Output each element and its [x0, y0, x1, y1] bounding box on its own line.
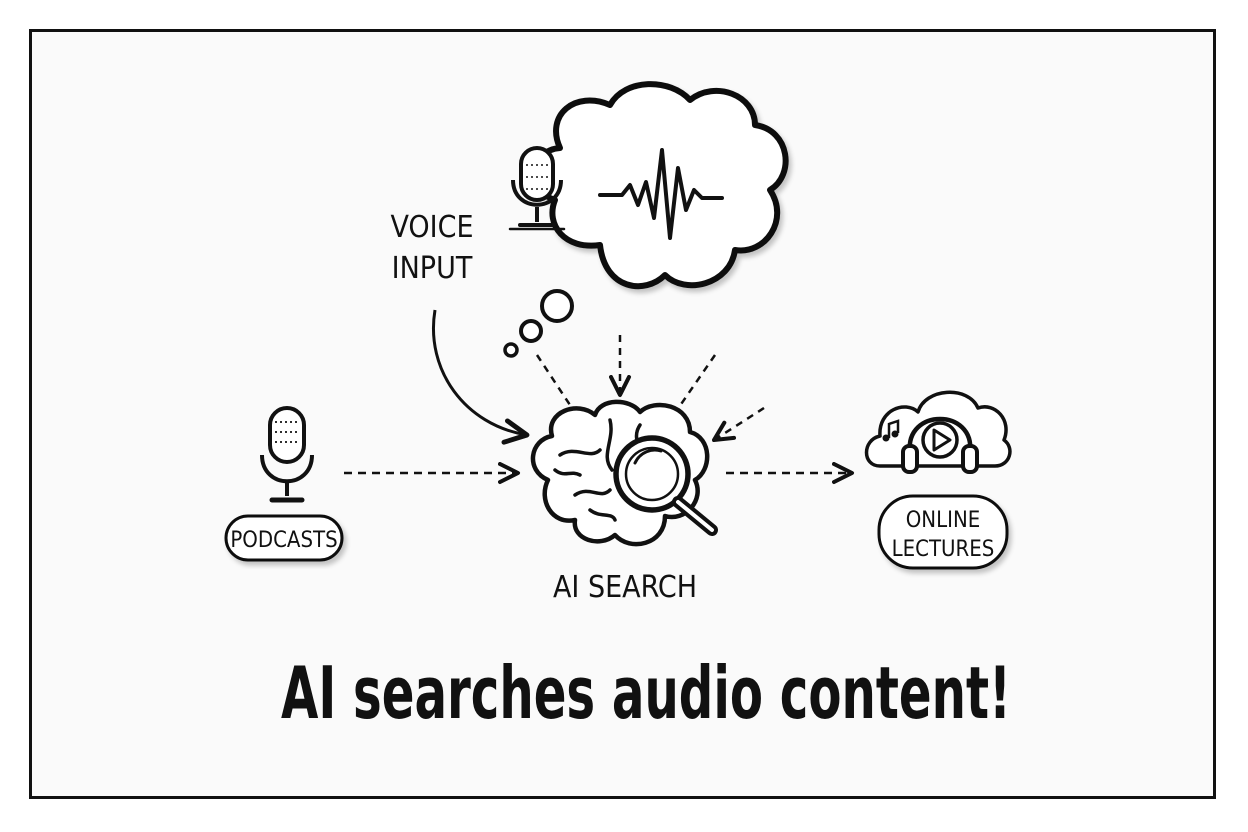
- online-lectures-label: LECTURES: [892, 537, 995, 562]
- podcasts-label: PODCASTS: [230, 528, 337, 553]
- ai-search-label: AI SEARCH: [553, 570, 697, 605]
- cloud-headphones-icon: [864, 390, 1012, 474]
- online-lectures-label: ONLINE: [906, 508, 981, 533]
- microphone-icon: [508, 146, 566, 231]
- voice-to-ai-arrow: [432, 309, 530, 445]
- thought-bubble: [540, 289, 574, 323]
- podcasts-pill: [224, 514, 344, 562]
- voice-input-label: INPUT: [392, 251, 473, 286]
- thought-bubble: [519, 319, 543, 343]
- thought-cloud: [503, 81, 789, 358]
- microphone-icon: [260, 406, 314, 503]
- thought-to-ai-arrows: [535, 335, 765, 443]
- voice-input-label: VOICE: [390, 210, 473, 245]
- online-lectures-pill: [877, 494, 1009, 570]
- thought-bubble: [503, 342, 519, 358]
- brain-magnifier-icon: [530, 399, 718, 547]
- sound-wave-icon: [598, 148, 724, 240]
- caption: AI searches audio content!: [281, 651, 1011, 735]
